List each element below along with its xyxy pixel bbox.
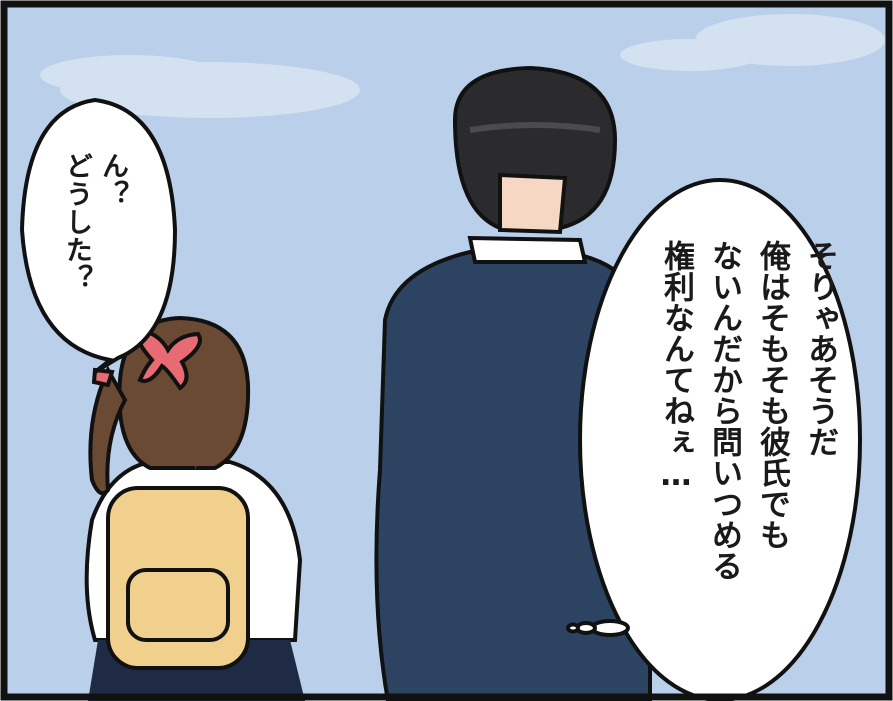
right-line: そりゃあそうだ [802,240,838,457]
left-line: どうした？ [61,152,92,292]
man-figure [374,65,652,701]
girl-figure [84,315,305,701]
left-line: ん？ [97,152,128,208]
speech-text-right: そりゃあそうだ俺はそもそも彼氏でもないんだから問いつめる権利なんてねぇ… [652,240,844,581]
speech-bubble-left [19,97,178,374]
right-line: 権利なんてねぇ… [658,240,694,493]
right-line: ないんだから問いつめる [706,240,742,581]
clouds [40,14,885,118]
speech-text-left: ん？どうした？ [58,152,130,292]
right-line: 俺はそもそも彼氏でも [754,240,790,550]
